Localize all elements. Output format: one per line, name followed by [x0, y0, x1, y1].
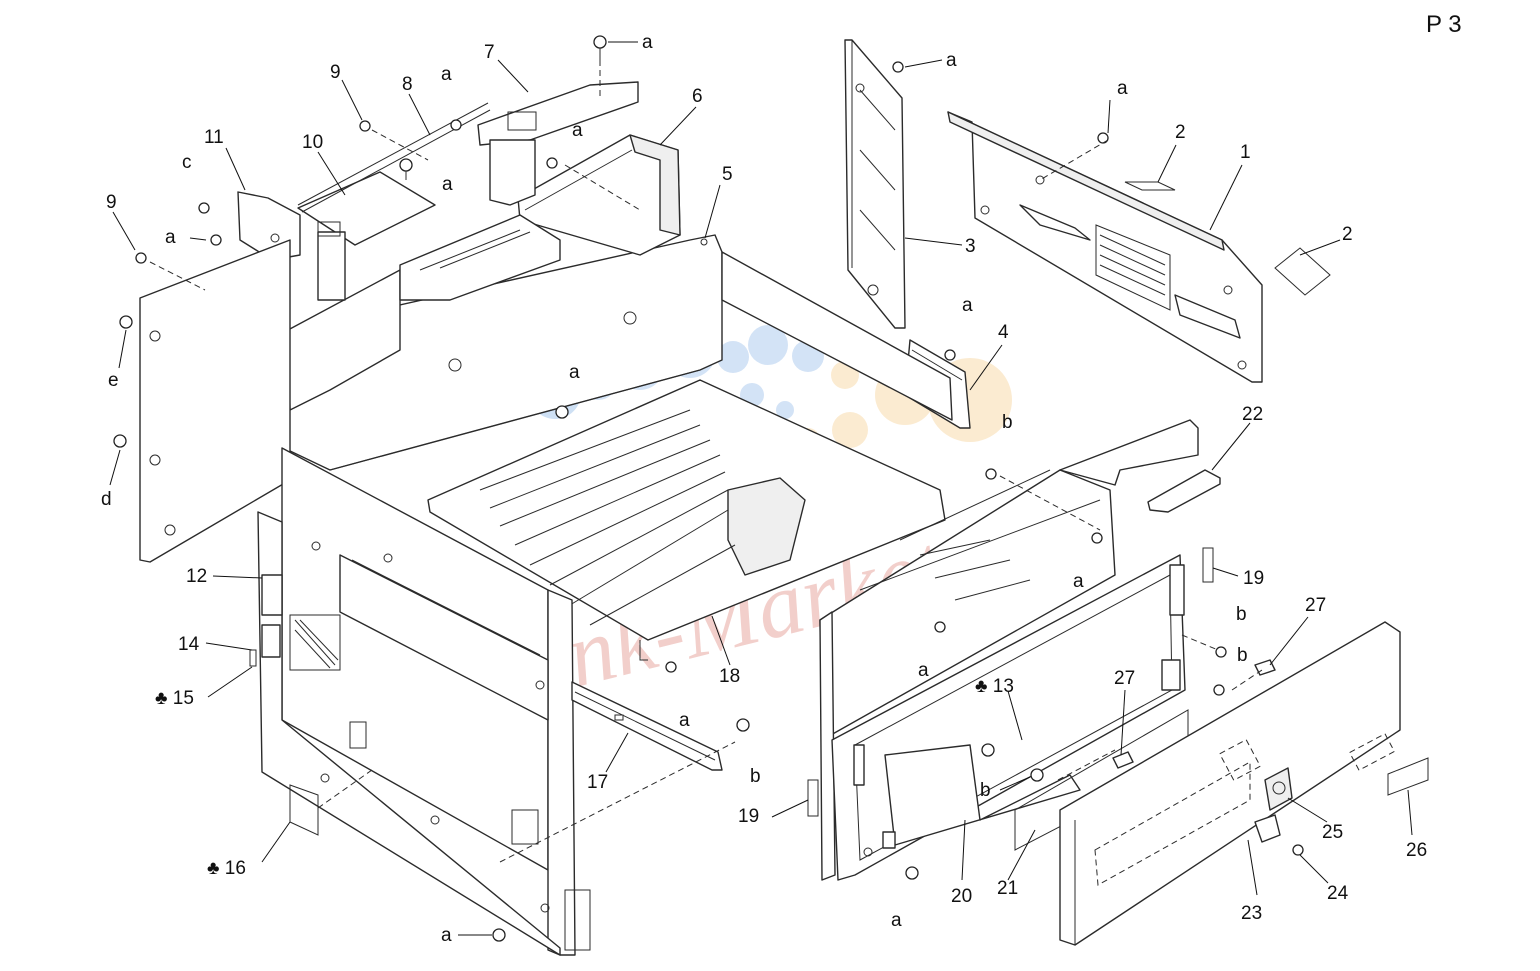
callout-13: ♣ 13: [975, 676, 1014, 697]
callout-24: 24: [1327, 883, 1349, 904]
callout-17: 17: [587, 772, 608, 793]
callout-labels: 1 2 2 3 4 5 6 7 8 9 9 10 11 12 ♣ 13 14 ♣…: [106, 42, 1427, 924]
part-5-main-frame: [287, 234, 953, 471]
screw-label-a: a: [572, 120, 583, 141]
top-guide-piece: [1059, 419, 1221, 513]
callout-19: 19: [1243, 568, 1264, 589]
callout-25: 25: [1322, 822, 1343, 843]
callout-20: 20: [951, 886, 972, 907]
screw-label-b: b: [1236, 604, 1247, 625]
screw-label-a: a: [441, 64, 452, 85]
callout-6: 6: [692, 86, 703, 107]
screw-label-a: a: [569, 362, 580, 383]
screw-label-a: a: [891, 910, 902, 931]
screw-label-b: b: [750, 766, 761, 787]
page-label: P 3: [1426, 11, 1462, 38]
callout-9: 9: [330, 62, 341, 83]
callout-3: 3: [965, 236, 976, 257]
callout-4: 4: [998, 322, 1009, 343]
screw-letter-labels: a a a a a a a a a a a a a a b b b b b c …: [101, 32, 1248, 946]
screws: [113, 35, 1304, 942]
screw-label-a: a: [1117, 78, 1128, 99]
callout-11: 11: [204, 127, 224, 148]
part-16-label: [289, 769, 373, 836]
callout-15: ♣ 15: [155, 688, 194, 709]
callout-23: 23: [1241, 903, 1262, 924]
callout-2: 2: [1342, 224, 1353, 245]
callout-27: 27: [1305, 595, 1326, 616]
screw-label-b: b: [1237, 645, 1248, 666]
screw-label-a: a: [1073, 571, 1084, 592]
callout-12: 12: [186, 566, 207, 587]
screw-label-d: d: [101, 489, 112, 510]
part-17-rail: [499, 681, 736, 863]
leader-lines: [109, 41, 1413, 936]
part-3-side-rail: [844, 39, 906, 329]
screw-label-a: a: [165, 227, 176, 248]
callout-16: ♣ 16: [207, 858, 246, 879]
left-housing-block: [287, 214, 561, 411]
callout-8: 8: [402, 74, 413, 95]
callout-10: 10: [302, 132, 323, 153]
screw-label-c: c: [182, 152, 192, 173]
callout-1: 1: [1240, 142, 1251, 163]
callout-9: 9: [106, 192, 117, 213]
part-6-upper-frame: [517, 134, 681, 256]
right-inner-frame: [819, 469, 1186, 881]
callout-18: 18: [719, 666, 740, 687]
screw-label-a: a: [441, 925, 452, 946]
part-1-rear-cover: [947, 111, 1263, 383]
callout-22: 22: [1242, 404, 1263, 425]
part-26-label: [1387, 757, 1429, 796]
part-18-output-tray: [427, 379, 946, 661]
callout-27: 27: [1114, 668, 1135, 689]
screw-label-a: a: [962, 295, 973, 316]
part-19-label: [807, 547, 1214, 817]
part-15-label: [249, 649, 257, 667]
callout-21: 21: [997, 878, 1018, 899]
screw-label-b: b: [1002, 412, 1013, 433]
part-7-top-plate: [477, 81, 639, 206]
screw-label-a: a: [642, 32, 653, 53]
callout-26: 26: [1406, 840, 1427, 861]
screw-label-a: a: [918, 660, 929, 681]
screw-label-a: a: [442, 174, 453, 195]
screw-label-a: a: [679, 710, 690, 731]
part-2-label-sticker: [1124, 181, 1331, 296]
part-23-front-door: [1059, 621, 1401, 946]
assembly-lines: [149, 60, 1263, 691]
screw-label-b: b: [980, 780, 991, 801]
callout-2: 2: [1175, 122, 1186, 143]
callout-14: 14: [178, 634, 200, 655]
screw-label-a: a: [946, 50, 957, 71]
callout-5: 5: [722, 164, 733, 185]
callout-7: 7: [484, 42, 495, 63]
left-side-panel: [139, 239, 291, 563]
screw-label-e: e: [108, 370, 119, 391]
callout-19: 19: [738, 806, 759, 827]
left-front-cover: [257, 447, 591, 956]
